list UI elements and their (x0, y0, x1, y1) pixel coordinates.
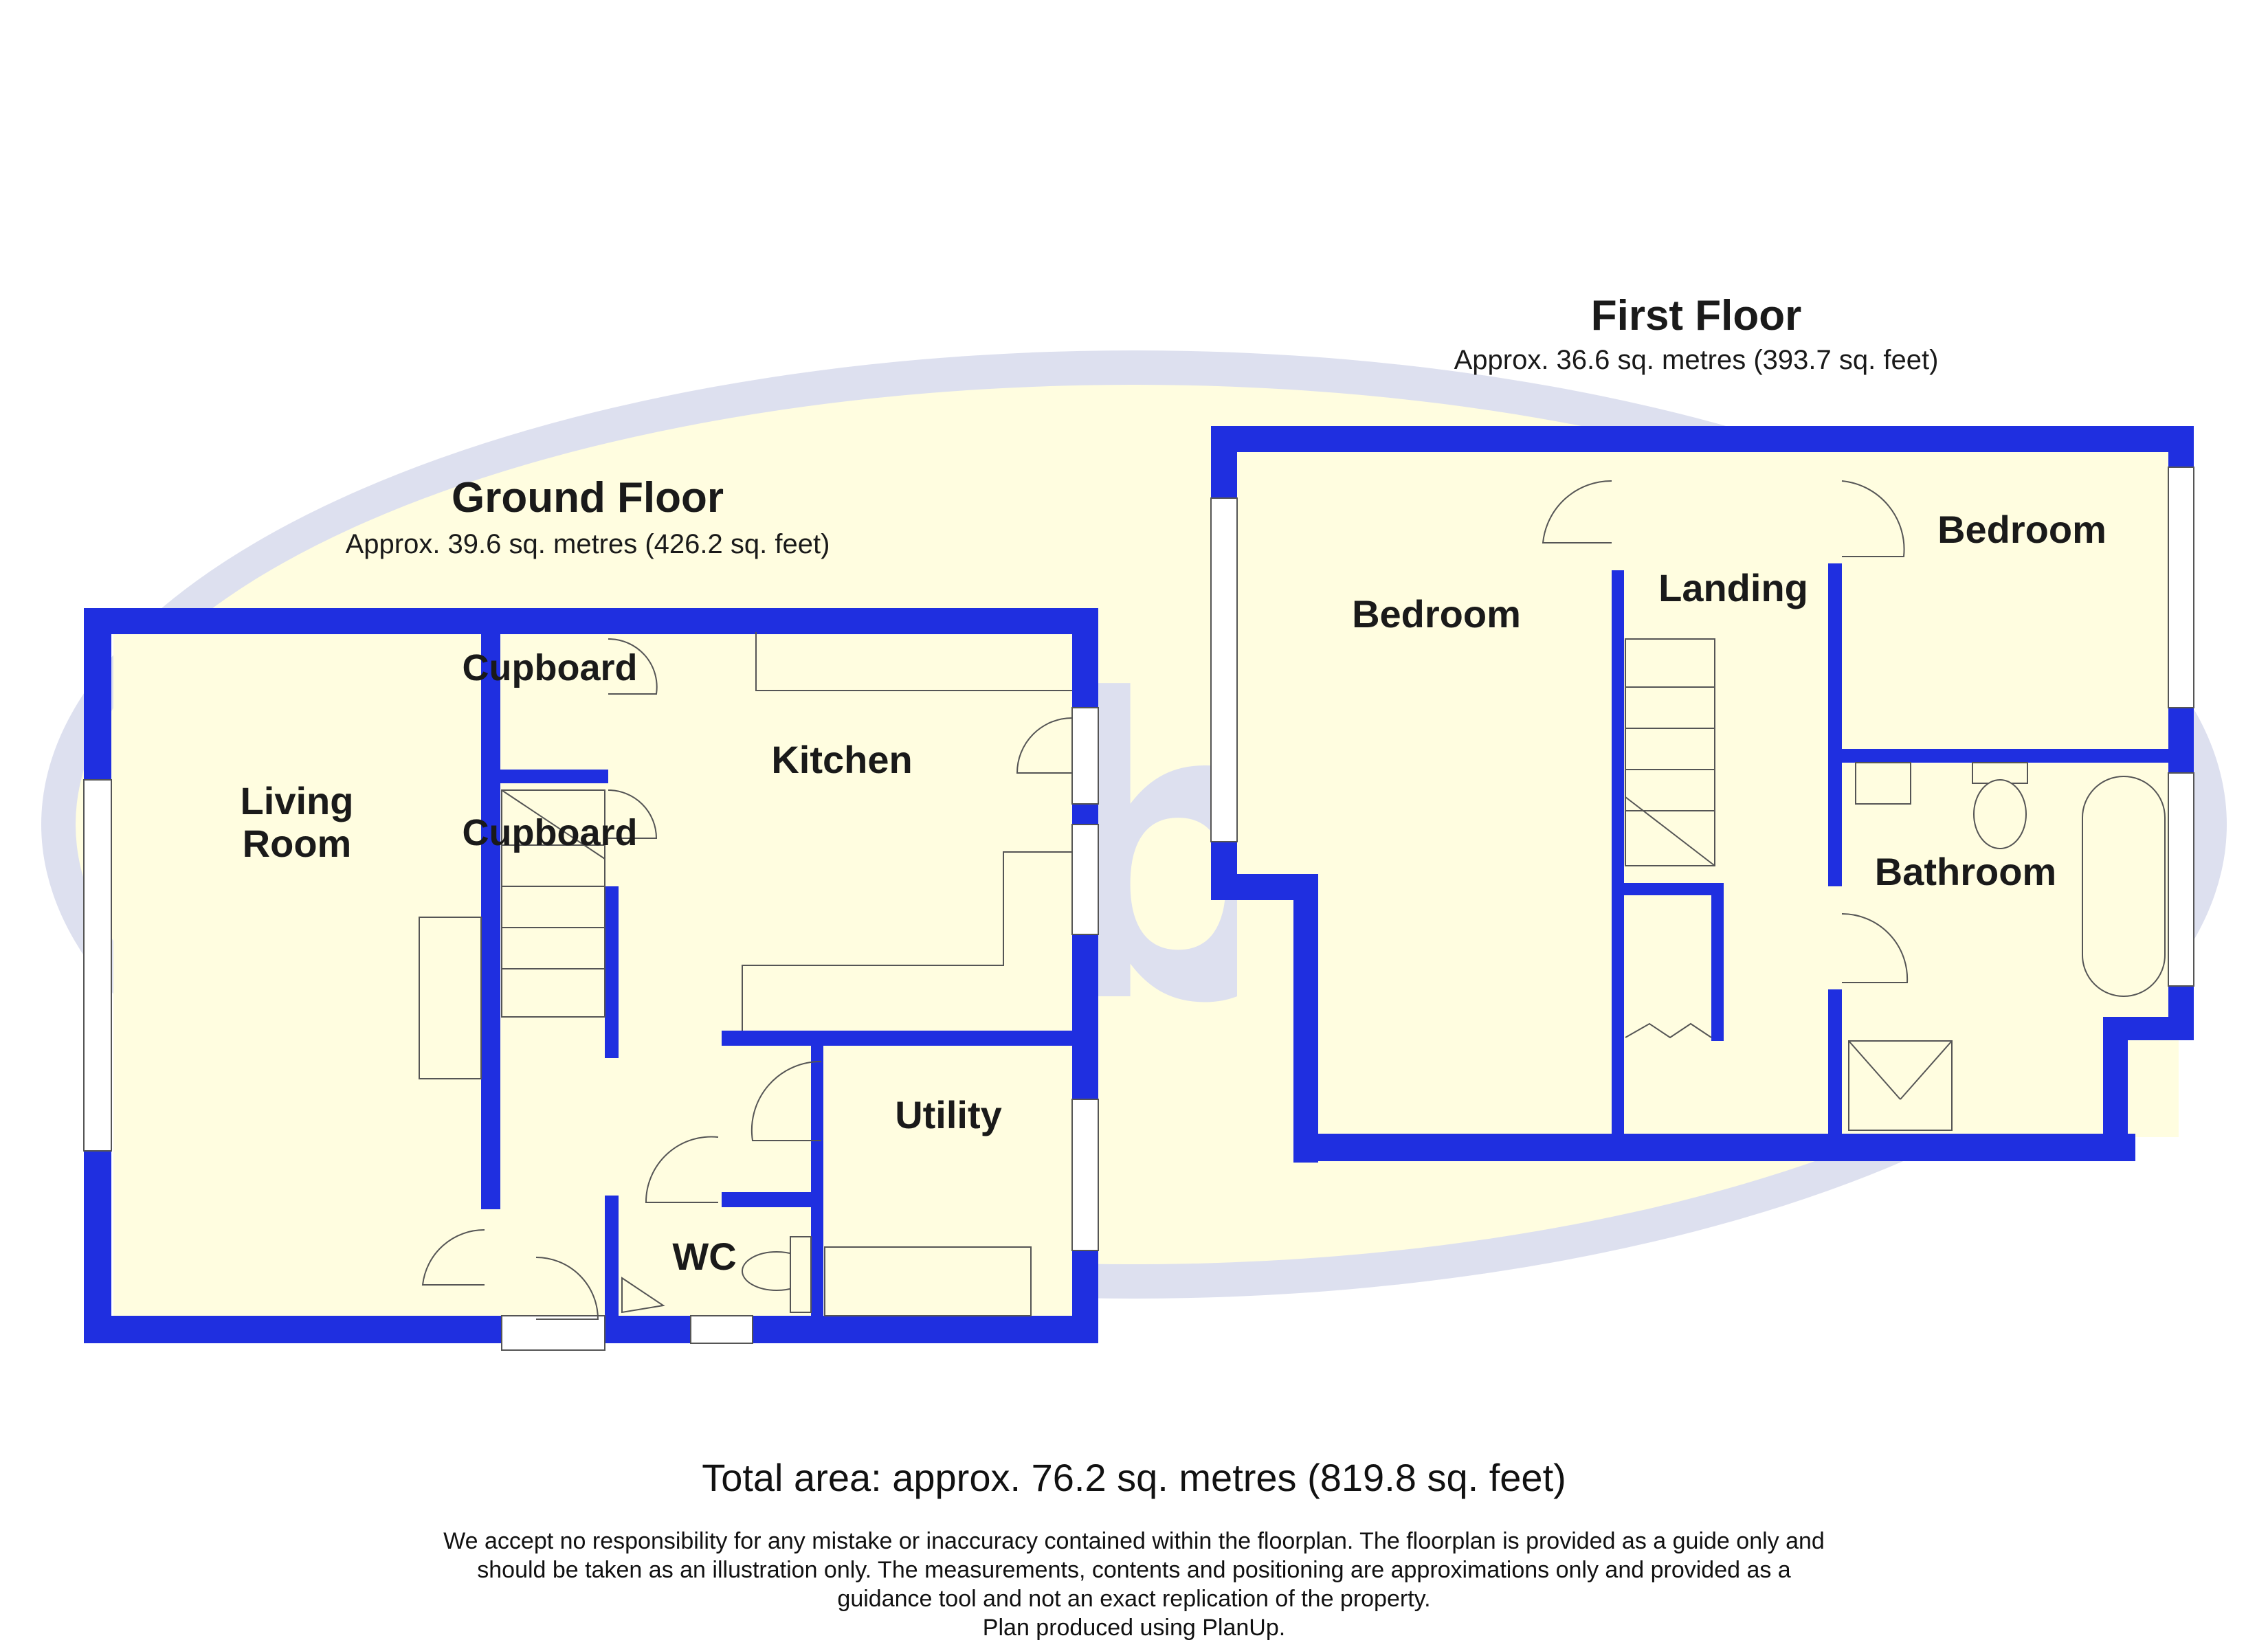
room-label-cupboard-lower: Cupboard (463, 812, 638, 853)
room-label-living-room-line2: Room (243, 822, 352, 865)
room-label-landing: Landing (1658, 566, 1808, 609)
ground-floor-room-labels: Living Room Cupboard Cupboard Kitchen Ut… (241, 647, 1002, 1278)
room-label-wc: WC (672, 1235, 736, 1278)
first-floor-windows (1210, 467, 2194, 987)
ground-floor-area: Approx. 39.6 sq. metres (426.2 sq. feet) (346, 529, 830, 559)
first-floor-plan (1210, 426, 2194, 1163)
ground-floor-title: Ground Floor (452, 474, 724, 521)
disclaimer-line: guidance tool and not an exact replicati… (837, 1586, 1431, 1612)
first-floor-room-labels: Bedroom Landing Bedroom Bathroom (1352, 508, 2106, 893)
ground-floor-stairs (419, 789, 605, 1079)
ground-floor-plan (83, 608, 1099, 1351)
ground-floor-interior (113, 632, 1082, 1319)
room-label-bedroom-left: Bedroom (1352, 592, 1521, 636)
room-label-living-room-line1: Living (241, 779, 354, 822)
first-floor-interior (1237, 450, 2179, 1137)
first-floor-stairs (1625, 638, 1715, 1039)
disclaimer-line: We accept no responsibility for any mist… (443, 1528, 1825, 1554)
first-floor-heading: First Floor Approx. 36.6 sq. metres (393… (1454, 292, 1939, 375)
room-label-utility: Utility (895, 1093, 1002, 1136)
room-label-bedroom-right: Bedroom (1937, 508, 2106, 551)
disclaimer-line: Plan produced using PlanUp. (982, 1615, 1286, 1641)
room-label-cupboard-upper: Cupboard (463, 647, 638, 688)
bathroom-fixtures (1848, 762, 2166, 1131)
total-area: Total area: approx. 76.2 sq. metres (819… (702, 1456, 1566, 1499)
first-floor-title: First Floor (1591, 292, 1802, 339)
room-label-kitchen: Kitchen (771, 738, 912, 781)
disclaimer: We accept no responsibility for any mist… (378, 1527, 1890, 1642)
room-label-bathroom: Bathroom (1875, 850, 2056, 893)
ground-floor-heading: Ground Floor Approx. 39.6 sq. metres (42… (346, 474, 830, 559)
ground-floor-windows (83, 707, 1099, 1351)
ground-floor-doors (421, 638, 1073, 1320)
wc-fixtures (621, 1236, 812, 1314)
disclaimer-line: should be taken as an illustration only.… (477, 1557, 1791, 1583)
first-floor-doors (1542, 480, 1909, 983)
kitchen-units (742, 632, 1072, 1316)
first-floor-area: Approx. 36.6 sq. metres (393.7 sq. feet) (1454, 345, 1939, 375)
